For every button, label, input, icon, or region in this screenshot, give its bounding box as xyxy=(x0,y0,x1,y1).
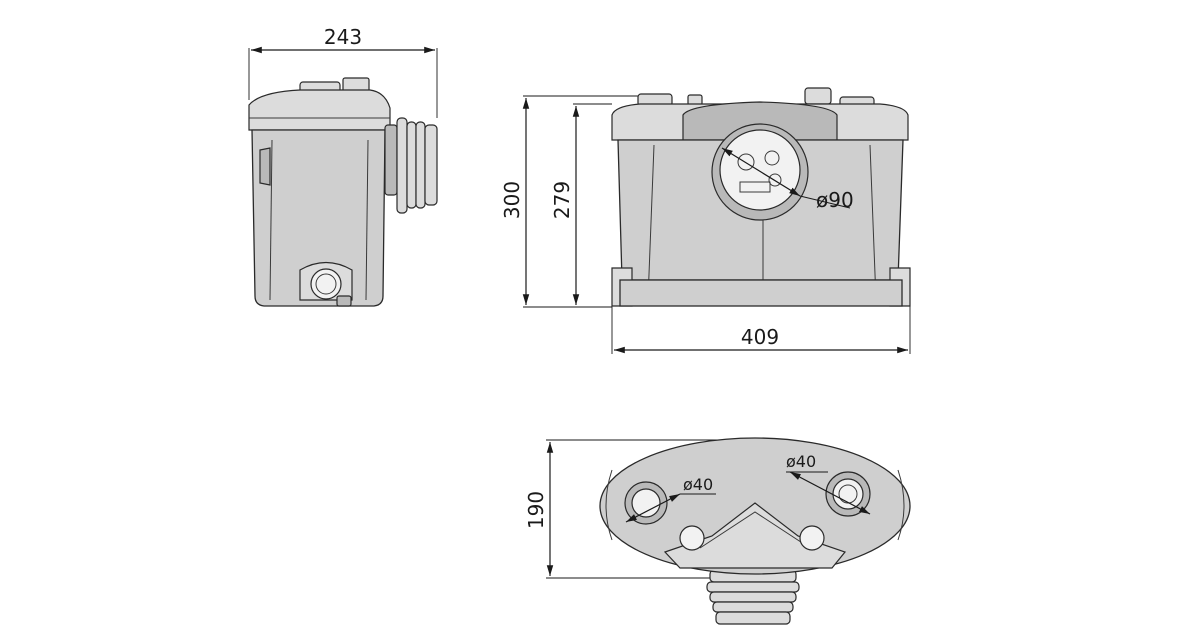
front-width-label: 409 xyxy=(741,325,779,349)
front-view: 300 279 409 ø90 xyxy=(500,87,911,354)
bottom-view: 190 ø40 ø40 xyxy=(524,437,911,625)
inlet-right-diameter-label: ø40 xyxy=(786,452,816,471)
front-body-height-label: 279 xyxy=(550,181,574,219)
front-total-height-label: 300 xyxy=(500,181,524,219)
bottom-depth-label: 190 xyxy=(524,491,548,529)
inlet-left-diameter-label: ø40 xyxy=(683,475,713,494)
outlet-diameter-label: ø90 xyxy=(816,188,854,212)
side-width-label: 243 xyxy=(324,25,362,49)
side-view: 243 xyxy=(248,25,438,307)
